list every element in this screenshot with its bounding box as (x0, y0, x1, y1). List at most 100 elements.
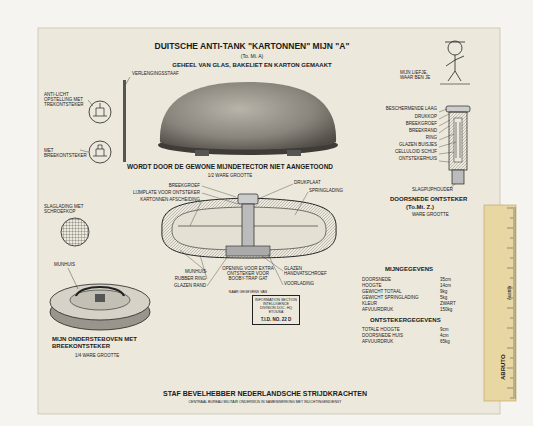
ruler-tick (513, 380, 516, 381)
label-text: BESCHERMENDE LAAG (386, 106, 437, 111)
ruler-tick (510, 278, 516, 279)
ruler-tick (513, 262, 516, 263)
heading-text: GEHEEL VAN GLAS, BAKELIET EN KARTON GEMA… (172, 62, 331, 69)
ruler-tick (513, 222, 516, 223)
label-text: 1/4 WARE GROOTTE (75, 353, 119, 358)
ruler-tick (513, 392, 516, 393)
ruler-tick (513, 370, 516, 371)
ruler-tick (513, 324, 516, 325)
label-text: GLAZEN HANDVATSCHROEF (284, 266, 330, 276)
label-text: BREEKGROEF (406, 121, 437, 126)
ruler-tick (513, 266, 516, 267)
ruler-tick (513, 240, 516, 241)
label-text: CELLULOID SCHIJF (395, 149, 437, 154)
label-text: BREEKRAND (409, 128, 437, 133)
ruler-tick (510, 258, 516, 259)
ruler-tick (507, 248, 516, 249)
ruler-tick (513, 334, 516, 335)
ruler-tick (513, 254, 516, 255)
label-text: RING (426, 135, 437, 140)
label-text: GEWICHT SPRINGLADING (362, 295, 418, 300)
ruler-tick (513, 292, 516, 293)
ruler-tick (513, 276, 516, 277)
label-text: 35cm (440, 277, 451, 282)
heading-text: MIJNGEGEVENS (385, 266, 433, 273)
ruler-tick (513, 362, 516, 363)
label-text: DRUKPLAAT (294, 180, 321, 185)
label-text: MUNHUIS (185, 269, 206, 274)
ruler-tick (513, 344, 516, 345)
ruler-tick (513, 360, 516, 361)
ruler-tick (513, 332, 516, 333)
ruler-tick (513, 354, 516, 355)
ruler-tick (507, 308, 516, 309)
label-text: OPENING VOOR EXTRA ONTSTEKER VOOR BOOBY-… (219, 266, 277, 282)
label-text: 150kg (440, 307, 452, 312)
ruler-tick (513, 384, 516, 385)
ruler-tick (513, 274, 516, 275)
ruler-tick (513, 270, 516, 271)
ruler-tick (513, 294, 516, 295)
ruler-tick (513, 386, 516, 387)
ruler-tick (513, 352, 516, 353)
label-text: SLAGLADING MET SCHROEFKOP (44, 204, 90, 214)
ruler-tick (513, 326, 516, 327)
ruler-tick (513, 350, 516, 351)
ruler-tick (513, 336, 516, 337)
ruler-tick (507, 348, 516, 349)
ruler-tick (513, 226, 516, 227)
heading-text: WORDT DOOR DE GEWONE MIJNDETECTOR NIET A… (127, 163, 333, 170)
ruler-tick (513, 234, 516, 235)
label-text: 9cm (440, 327, 449, 332)
ruler-tick (507, 268, 516, 269)
label-text: (To. Mi. A) (241, 54, 264, 60)
label-text: ZWART (440, 301, 456, 306)
ruler-tick (513, 212, 516, 213)
ruler-tick (513, 314, 516, 315)
label-text: BREEKGROEF (169, 183, 200, 188)
ruler-tick (513, 256, 516, 257)
heading-text: STAF BEVELHEBBER NEDERLANDSCHE STRIJDKRA… (163, 390, 367, 398)
ruler-tick (507, 328, 516, 329)
label-text: SPRINGLADING (309, 188, 343, 193)
ruler-tick (513, 390, 516, 391)
ruler-tick (513, 236, 516, 237)
label-text: MUNHUIS (54, 262, 75, 267)
label-text: GLAZEN BUISJES (399, 142, 437, 147)
label-text: GLAZEN RAND (174, 283, 206, 288)
ruler-tick (513, 322, 516, 323)
label-text: CENTRAAL BUREAU MILITAIR ONDERWIJS IN SA… (189, 400, 342, 404)
ruler-tick (513, 230, 516, 231)
ruler-tick (510, 398, 516, 399)
label-text: Austria (507, 286, 512, 300)
heading-text: MIJN ONDERSTEBOVEN MET BREEKONTSTEKER (52, 336, 162, 350)
ruler-tick (513, 340, 516, 341)
ruler-tick (513, 366, 516, 367)
ruler-tick (513, 296, 516, 297)
ruler-tick (513, 374, 516, 375)
label-text: WARE GROOTTE (412, 212, 449, 217)
label-text: 65kg (440, 339, 450, 344)
ruler-tick (513, 272, 516, 273)
ruler-tick (513, 302, 516, 303)
ruler-tick (513, 224, 516, 225)
heading-text: ONTSTEKERGEGEVENS (370, 317, 441, 324)
ruler-tick (513, 246, 516, 247)
ruler-tick (513, 376, 516, 377)
label-text: VERLENGINGSSTAAF (132, 71, 179, 76)
ruler-tick (513, 214, 516, 215)
ruler-tick (513, 280, 516, 281)
label-text: DRUKKOP (415, 114, 437, 119)
ruler-tick (513, 312, 516, 313)
ruler-tick (513, 264, 516, 265)
heading-text: DUITSCHE ANTI-TANK "KARTONNEN" MIJN "A" (155, 42, 350, 52)
ruler-tick (507, 388, 516, 389)
label-text: ONTSTEKERHUIS (399, 156, 437, 161)
ruler-tick (513, 220, 516, 221)
label-text: 14cm (440, 283, 451, 288)
ruler-tick (513, 282, 516, 283)
ruler-tick (513, 260, 516, 261)
label-text: KLEUR (362, 301, 377, 306)
heading-text: (To.Mi. Z.) (406, 204, 434, 211)
ruler-tick (507, 368, 516, 369)
